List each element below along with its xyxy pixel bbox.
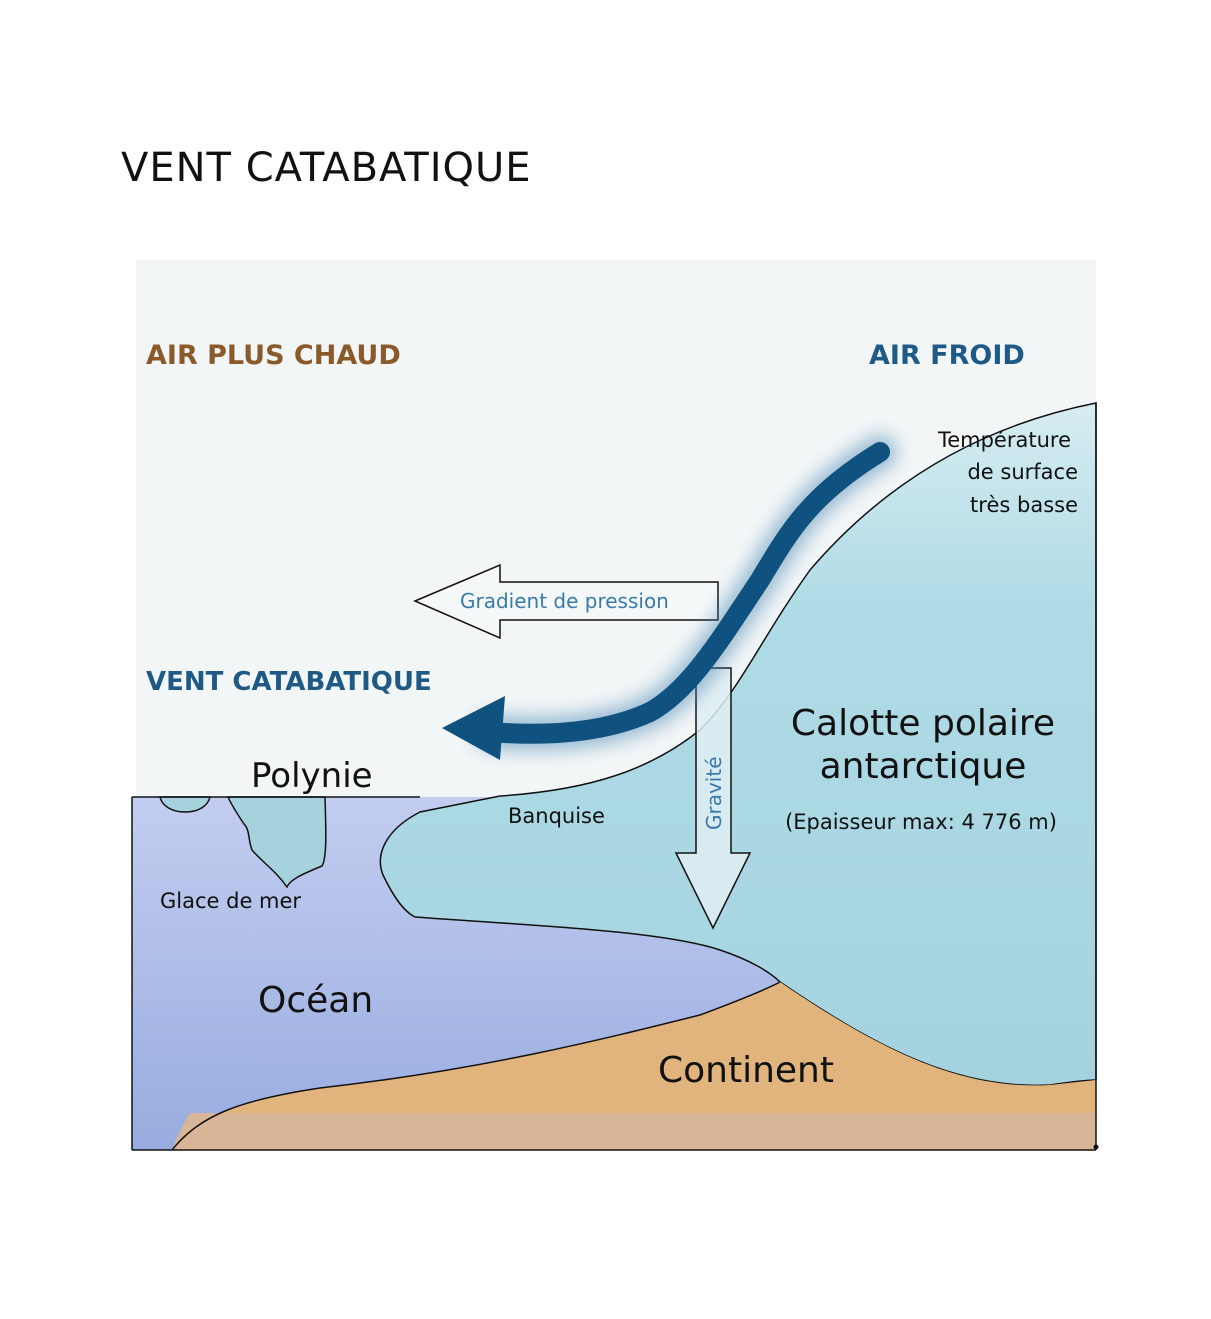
- katabatic-wind-arrowhead: [442, 696, 505, 760]
- surface-temp-line-3: très basse: [970, 493, 1078, 517]
- ice-cap-area: [379, 402, 1097, 1087]
- continent-outline: [171, 981, 781, 1151]
- continent-label: Continent: [658, 1050, 834, 1091]
- gravity-arrow: [674, 667, 752, 930]
- bedrock-strip: [172, 1113, 1096, 1150]
- gravity-label: Gravité: [702, 756, 726, 830]
- sea-ice-floe-small: [159, 796, 211, 813]
- sea-ice-label: Glace de mer: [160, 889, 301, 913]
- ice-cap-line-2: antarctique: [820, 746, 1027, 787]
- polynya-label: Polynie: [251, 756, 373, 796]
- pressure-gradient-arrow: [413, 563, 719, 640]
- warm-air-label: AIR PLUS CHAUD: [146, 340, 401, 371]
- pack-ice-label: Banquise: [508, 804, 605, 828]
- surface-temp-line-1: Température: [937, 428, 1071, 452]
- diagram-title: VENT CATABATIQUE: [121, 145, 532, 191]
- continent-area: [172, 982, 1096, 1150]
- sea-ice-floe-large: [226, 796, 327, 889]
- ice-cap-line-1: Calotte polaire: [791, 703, 1055, 744]
- pressure-gradient-label: Gradient de pression: [460, 589, 669, 613]
- corner-dot: [1093, 1144, 1099, 1150]
- surface-temp-line-2: de surface: [967, 460, 1078, 484]
- cold-air-label: AIR FROID: [869, 340, 1025, 371]
- thickness-label: (Epaisseur max: 4 776 m): [785, 810, 1057, 834]
- katabatic-wind-arrow: [480, 442, 890, 744]
- katabatic-wind-label: VENT CATABATIQUE: [146, 667, 432, 697]
- ocean-label: Océan: [258, 980, 373, 1021]
